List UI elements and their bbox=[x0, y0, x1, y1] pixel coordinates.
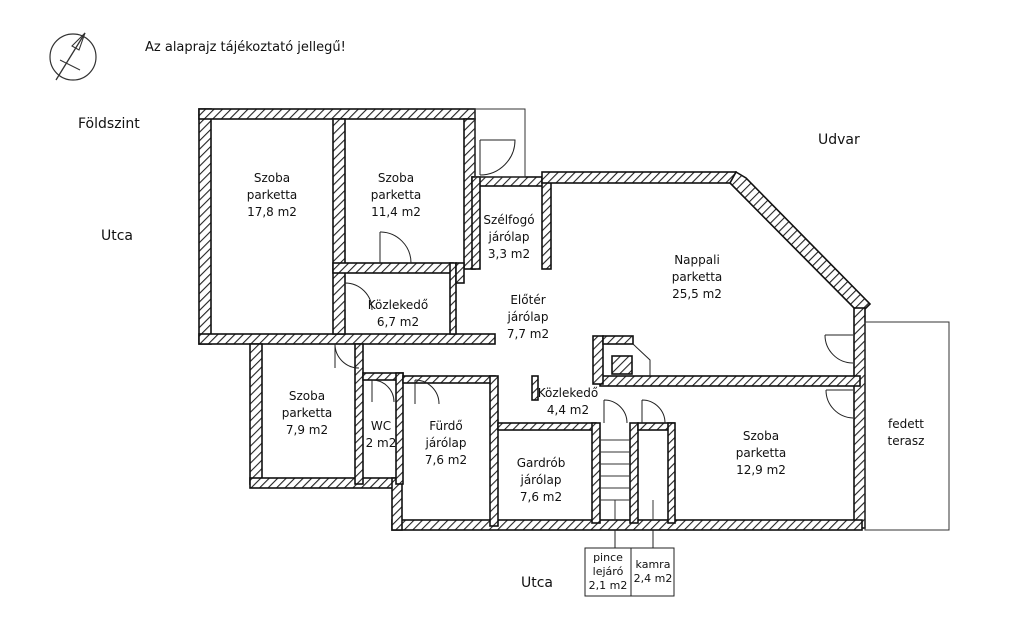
outer-walls bbox=[198, 108, 872, 531]
level-title: Földszint bbox=[78, 116, 140, 132]
storage-boxes bbox=[584, 530, 675, 597]
doors bbox=[334, 108, 854, 424]
stairs bbox=[600, 439, 654, 520]
compass-icon bbox=[49, 32, 97, 81]
label-street-bottom: Utca bbox=[521, 575, 554, 591]
disclaimer-note: Az alaprajz tájékoztató jellegű! bbox=[145, 40, 346, 55]
terrace-outline bbox=[864, 321, 950, 531]
label-yard: Udvar bbox=[818, 132, 860, 148]
label-street-left: Utca bbox=[101, 228, 134, 244]
